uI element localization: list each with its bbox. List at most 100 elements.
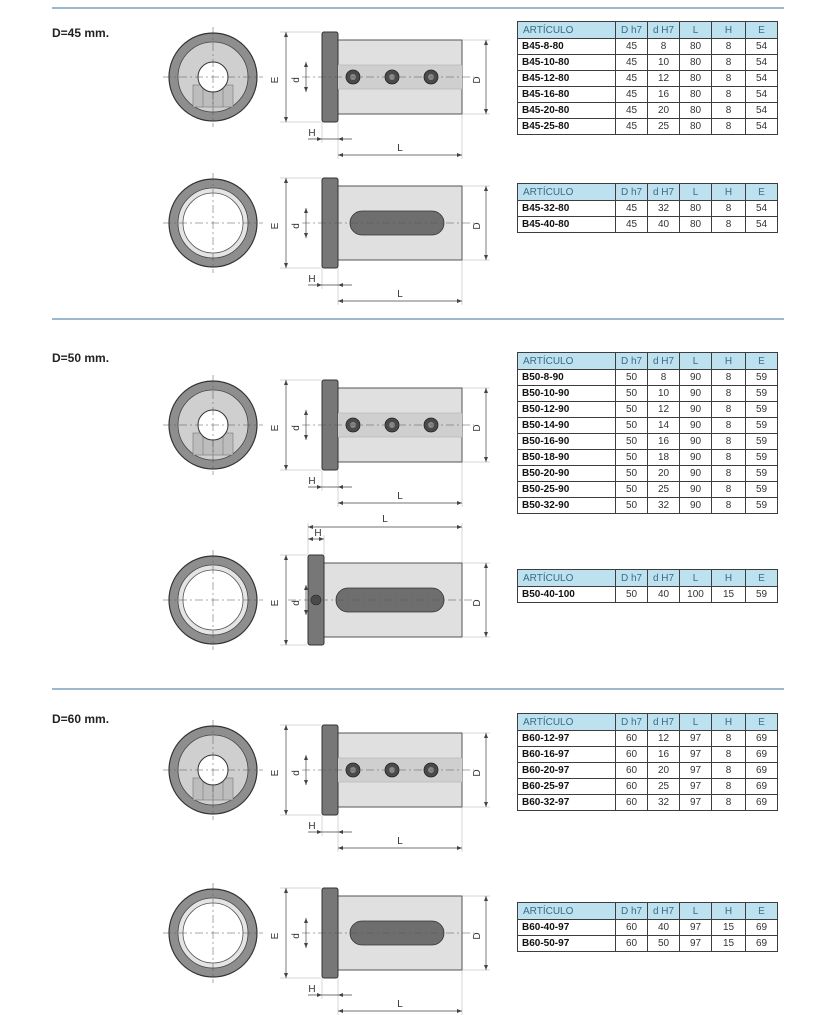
spec-value: 8 <box>711 433 746 450</box>
dimension-label-E: E <box>270 932 281 939</box>
dimension-label-d: d <box>291 223 302 229</box>
dimension-label-H: H <box>308 274 315 285</box>
drawing-b50-small-bore: E d D H L <box>160 370 500 510</box>
spec-value: 32 <box>647 497 680 514</box>
spec-value: 8 <box>711 762 746 779</box>
spec-value: 90 <box>679 433 712 450</box>
spec-value: 45 <box>615 118 648 135</box>
spec-value: 80 <box>679 216 712 233</box>
spec-value: 20 <box>647 102 680 119</box>
spec-value: 16 <box>647 746 680 763</box>
spec-value: 50 <box>615 433 648 450</box>
dimension-label-D: D <box>472 599 483 606</box>
article-code: B50-20-90 <box>517 465 616 482</box>
column-header: D h7 <box>615 902 648 920</box>
article-code: B45-12-80 <box>517 70 616 87</box>
article-code: B50-25-90 <box>517 481 616 498</box>
section-rule-top <box>52 7 784 9</box>
drawing-b60-small-bore: E d D H L <box>160 715 500 855</box>
spec-value: 16 <box>647 433 680 450</box>
spec-value: 60 <box>615 919 648 936</box>
article-code: B50-40-100 <box>517 586 616 603</box>
article-code: B45-16-80 <box>517 86 616 103</box>
article-code: B45-20-80 <box>517 102 616 119</box>
spec-value: 50 <box>615 401 648 418</box>
dimension-label-H: H <box>308 821 315 832</box>
column-header: ARTÍCULO <box>517 352 616 370</box>
column-header: E <box>745 183 778 201</box>
dimension-label-D: D <box>472 424 483 431</box>
spec-value: 8 <box>647 369 680 386</box>
spec-value: 80 <box>679 102 712 119</box>
column-header: H <box>711 902 746 920</box>
dimension-label-E: E <box>270 222 281 229</box>
spec-value: 8 <box>711 118 746 135</box>
spec-value: 97 <box>679 919 712 936</box>
spec-value: 97 <box>679 778 712 795</box>
column-header: E <box>745 569 778 587</box>
spec-value: 80 <box>679 118 712 135</box>
section-label-60: D=60 mm. <box>52 712 110 726</box>
spec-value: 69 <box>745 746 778 763</box>
column-header: H <box>711 713 746 731</box>
spec-value: 50 <box>615 586 648 603</box>
spec-value: 40 <box>647 586 680 603</box>
spec-value: 60 <box>615 935 648 952</box>
end-view <box>163 27 263 127</box>
column-header: E <box>745 713 778 731</box>
spec-value: 8 <box>711 401 746 418</box>
column-header: E <box>745 902 778 920</box>
column-header: ARTÍCULO <box>517 902 616 920</box>
spec-value: 97 <box>679 730 712 747</box>
spec-value: 97 <box>679 746 712 763</box>
spec-value: 90 <box>679 385 712 402</box>
spec-value: 59 <box>745 417 778 434</box>
end-view <box>163 375 263 475</box>
spec-value: 54 <box>745 38 778 55</box>
article-code: B45-10-80 <box>517 54 616 71</box>
article-code: B50-32-90 <box>517 497 616 514</box>
spec-value: 80 <box>679 38 712 55</box>
spec-value: 10 <box>647 385 680 402</box>
spec-value: 59 <box>745 586 778 603</box>
spec-value: 12 <box>647 70 680 87</box>
article-code: B60-40-97 <box>517 919 616 936</box>
article-code: B50-16-90 <box>517 433 616 450</box>
spec-value: 50 <box>615 385 648 402</box>
spec-value: 45 <box>615 86 648 103</box>
spec-value: 90 <box>679 369 712 386</box>
spec-value: 8 <box>711 465 746 482</box>
spec-value: 69 <box>745 935 778 952</box>
spec-value: 25 <box>647 118 680 135</box>
spec-value: 8 <box>711 778 746 795</box>
spec-value: 50 <box>615 497 648 514</box>
dimension-label-L: L <box>397 999 403 1010</box>
column-header: d H7 <box>647 902 680 920</box>
spec-value: 8 <box>711 385 746 402</box>
spec-value: 32 <box>647 200 680 217</box>
spec-value: 40 <box>647 919 680 936</box>
column-header: d H7 <box>647 21 680 39</box>
dimension-label-H: H <box>308 984 315 995</box>
dimension-label-L: L <box>397 836 403 847</box>
dimension-label-L: L <box>397 289 403 300</box>
dimension-label-L: L <box>382 514 388 525</box>
spec-value: 59 <box>745 385 778 402</box>
spec-value: 8 <box>711 746 746 763</box>
spec-value: 60 <box>615 730 648 747</box>
section-label-50: D=50 mm. <box>52 351 110 365</box>
column-header: L <box>679 183 712 201</box>
spec-value: 97 <box>679 935 712 952</box>
spec-value: 8 <box>711 369 746 386</box>
spec-value: 54 <box>745 86 778 103</box>
